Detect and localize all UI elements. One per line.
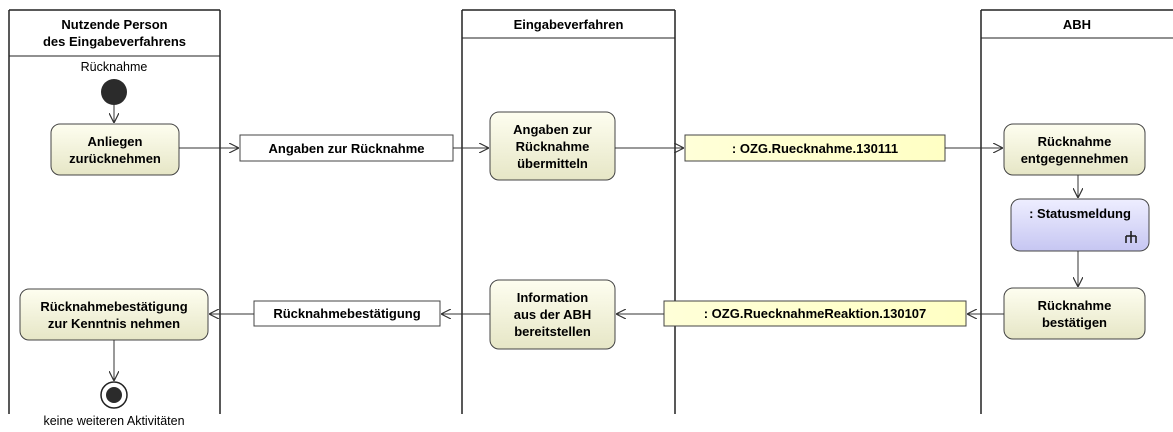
lane-title-eingabeverfahren: Eingabeverfahren xyxy=(462,12,675,36)
action-anliegen[interactable]: Anliegen zurücknehmen xyxy=(51,124,179,175)
action-label-line: Anliegen xyxy=(87,133,143,149)
swimlane-abh xyxy=(980,9,1173,414)
action-entgegennehmen[interactable]: Rücknahme entgegennehmen xyxy=(1004,124,1145,175)
control-flows xyxy=(114,105,1078,381)
end-label: keine weiteren Aktivitäten xyxy=(43,414,185,428)
action-information[interactable]: Information aus der ABH bereitstellen xyxy=(490,280,615,349)
lane-title-line: des Eingabeverfahrens xyxy=(42,34,187,49)
lane-title-line: ABH xyxy=(1062,16,1092,32)
action-statusmeldung-shape xyxy=(1010,198,1150,252)
lane-title-abh: ABH xyxy=(981,12,1173,36)
object-ozg-reaktion-shape xyxy=(663,300,967,327)
action-statusmeldung[interactable]: : Statusmeldung xyxy=(1011,202,1149,224)
object-angaben[interactable]: Angaben zur Rücknahme xyxy=(268,140,425,156)
action-label-line: Rücknahmebestätigung xyxy=(40,298,188,314)
lane-title-line: Eingabeverfahren xyxy=(513,16,624,32)
action-label-line: Rücknahme xyxy=(1037,297,1112,313)
action-kenntnis[interactable]: Rücknahmebestätigung zur Kenntnis nehmen xyxy=(20,289,208,340)
rake-icon xyxy=(1125,231,1137,243)
lane-title-line: Nutzende Person xyxy=(61,17,168,32)
action-angaben-uebermitteln-shape xyxy=(489,111,616,181)
object-bestaetigung[interactable]: Rücknahmebestätigung xyxy=(273,306,421,321)
action-angaben-uebermitteln[interactable]: Angaben zur Rücknahme übermitteln xyxy=(490,112,615,180)
action-label-line: aus der ABH xyxy=(513,307,592,322)
action-label-line: zur Kenntnis nehmen xyxy=(47,315,181,331)
action-label-line: Angaben zur xyxy=(513,121,592,137)
lane-title-person: Nutzende Person des Eingabeverfahrens xyxy=(9,12,220,54)
action-bestaetigen[interactable]: Rücknahme bestätigen xyxy=(1004,288,1145,339)
initial-node xyxy=(101,79,127,105)
action-label-line: Rücknahme xyxy=(515,138,590,154)
object-ozg-ruecknahme-shape xyxy=(684,134,946,162)
final-node xyxy=(100,381,128,409)
action-label-line: Rücknahme xyxy=(1037,133,1112,149)
action-anliegen-shape xyxy=(50,123,180,176)
swimlane-eingabeverfahren xyxy=(461,9,676,414)
action-entgegennehmen-shape xyxy=(1003,123,1146,176)
action-label-line: : Statusmeldung xyxy=(1029,205,1131,221)
action-label-line: zurücknehmen xyxy=(69,150,161,166)
action-label-line: bereitstellen xyxy=(514,324,591,339)
object-ozg-reaktion[interactable]: : OZG.RuecknahmeReaktion.130107 xyxy=(703,306,927,321)
action-label-line: entgegennehmen xyxy=(1020,150,1129,166)
start-label: Rücknahme xyxy=(80,60,148,74)
swimlane-person xyxy=(8,9,221,414)
action-label-line: bestätigen xyxy=(1041,314,1107,330)
action-label-line: übermitteln xyxy=(517,155,588,171)
object-bestaetigung-shape xyxy=(253,300,441,327)
action-label-line: Information xyxy=(516,290,589,305)
object-ozg-ruecknahme[interactable]: : OZG.Ruecknahme.130111 xyxy=(731,140,899,156)
